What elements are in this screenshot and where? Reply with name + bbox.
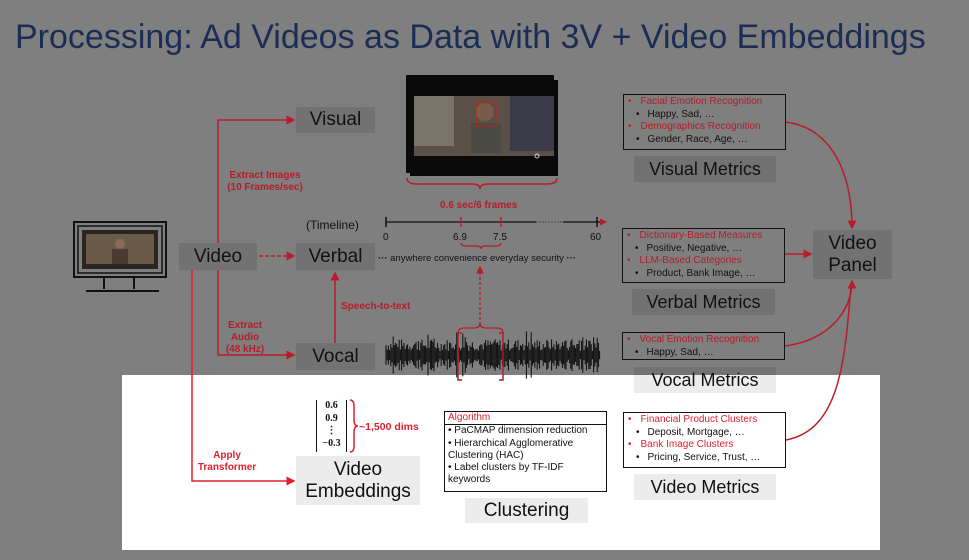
algorithm-item: • Label clusters by TF-IDF keywords (448, 462, 564, 486)
audio-waveform (385, 331, 601, 379)
slide-title: Processing: Ad Videos as Data with 3V + … (15, 18, 926, 56)
clustering-node: Clustering (465, 498, 588, 523)
algorithm-header: Algorithm (445, 412, 606, 426)
tick-label: 6.9 (453, 232, 467, 243)
speech-to-text-label: Speech-to-text (341, 301, 411, 312)
algorithm-item: • Hierarchical Agglomerative Clustering … (448, 437, 574, 461)
verbal-node: Verbal (296, 243, 375, 270)
transcript: ··· anywhere convenience everyday securi… (378, 253, 577, 264)
video-panel-node: Video Panel (813, 230, 892, 279)
video-node: Video (179, 243, 257, 270)
video-metrics-box: Financial Product ClustersDeposit, Mortg… (623, 412, 786, 468)
dims-label: ~1,500 dims (359, 421, 419, 433)
video-metrics-label: Video Metrics (634, 474, 776, 500)
verbal-metrics-box: Dictionary-Based MeasuresPositive, Negat… (622, 228, 785, 283)
vocal-metrics-box: Vocal Emotion RecognitionHappy, Sad, … (622, 332, 785, 360)
algorithm-box: Algorithm • PaCMAP dimension reduction •… (444, 411, 607, 492)
timeline-label: (Timeline) (306, 218, 359, 232)
tick-label: 0 (383, 232, 389, 243)
video-frames-image (406, 75, 558, 176)
algorithm-item: • PaCMAP dimension reduction (448, 425, 588, 437)
video-embeddings-node: Video Embeddings (296, 456, 420, 505)
tick-label: 60 (590, 232, 602, 243)
visual-metrics-label: Visual Metrics (634, 156, 776, 182)
vocal-node: Vocal (296, 343, 375, 370)
tick-label: 7.5 (493, 232, 507, 243)
window-label: 0.6 sec/6 frames (440, 200, 518, 211)
visual-node: Visual (296, 107, 375, 133)
extract-images-label: Extract Images(10 Frames/sec) (227, 170, 303, 193)
vocal-metrics-label: Vocal Metrics (634, 367, 776, 393)
verbal-metrics-label: Verbal Metrics (632, 289, 775, 315)
waveform-path (385, 331, 601, 379)
monitor-icon (73, 221, 167, 292)
extract-audio-label: Extract Audio(48 kHz) (225, 320, 265, 355)
visual-metrics-box: Facial Emotion RecognitionHappy, Sad, … … (623, 94, 786, 150)
